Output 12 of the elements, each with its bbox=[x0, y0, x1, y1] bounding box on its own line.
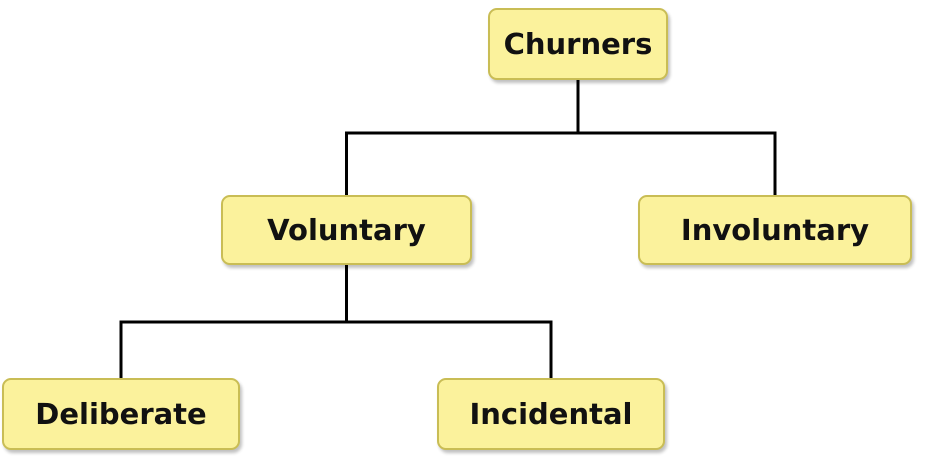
node-label: Churners bbox=[504, 27, 652, 61]
node-label: Deliberate bbox=[35, 397, 207, 431]
connector-line bbox=[576, 80, 776, 195]
connector-line bbox=[345, 265, 552, 378]
category-box bbox=[488, 8, 668, 80]
node-label: Incidental bbox=[469, 397, 632, 431]
category-box bbox=[437, 378, 665, 450]
node-label: Involuntary bbox=[680, 213, 870, 247]
category-box bbox=[2, 378, 240, 450]
node-label: Voluntary bbox=[267, 213, 426, 247]
category-box bbox=[221, 195, 472, 265]
category-box bbox=[638, 195, 912, 265]
